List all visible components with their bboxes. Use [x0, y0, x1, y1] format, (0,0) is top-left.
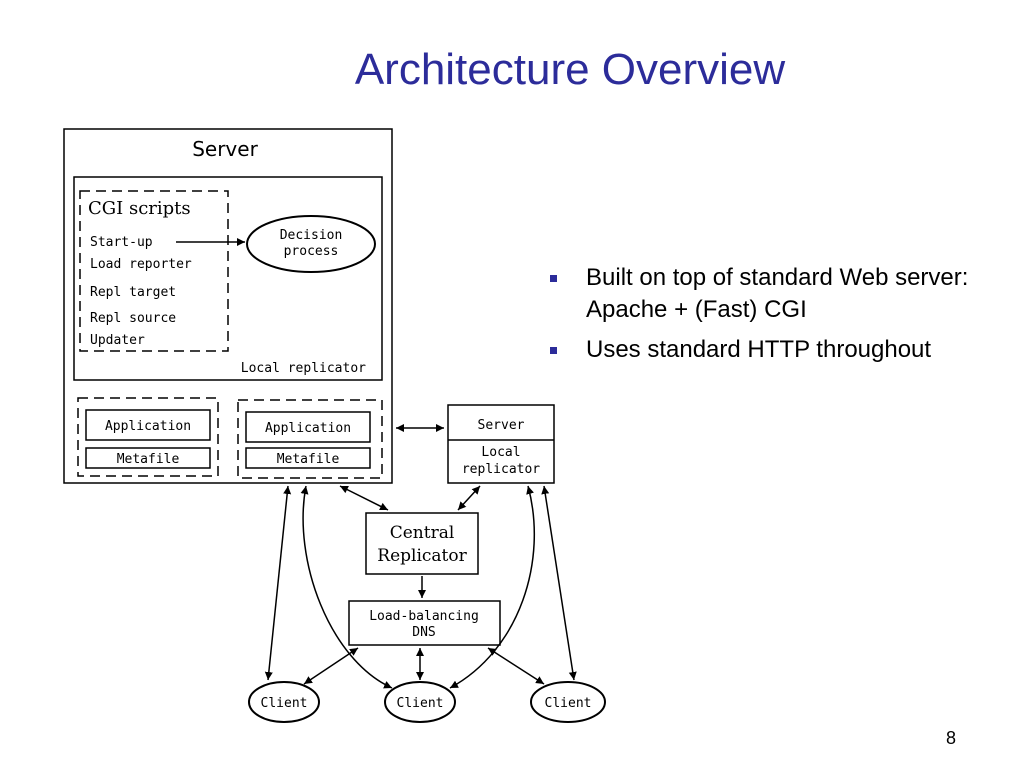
dns-line2: DNS [412, 625, 435, 640]
remote-to-client3-arrow [541, 485, 577, 681]
client-ellipse-1 [248, 681, 320, 723]
bullet-item: Built on top of standard Web server: Apa… [548, 262, 1008, 326]
remote-to-client2-arrow [449, 485, 535, 689]
local-replicator-box [73, 176, 383, 381]
dns-to-client1-arrow [303, 647, 359, 685]
bullet-item: Uses standard HTTP throughout [548, 334, 1008, 366]
application-box-2 [245, 411, 371, 443]
app-to-central-arrow [339, 485, 389, 511]
bullet-list: Built on top of standard Web server: Apa… [548, 262, 1008, 374]
cgi-scripts-box [79, 190, 229, 352]
metafile-box-2 [245, 447, 371, 469]
dns-line1: Load-balancing [369, 609, 479, 624]
remote-local-replicator-line2: replicator [462, 462, 540, 477]
central-replicator-line1: Central [390, 523, 455, 543]
script-repl-source: Repl source [90, 311, 176, 326]
local-replicator-label: Local replicator [241, 361, 366, 376]
app-to-client1-arrow [264, 485, 292, 681]
application-group-2 [237, 399, 383, 479]
application-box-1 [85, 409, 211, 441]
client-label-2: Client [397, 696, 444, 711]
application-label-2: Application [265, 421, 351, 436]
central-replicator-line2: Replicator [377, 546, 467, 566]
remote-server-label: Server [478, 418, 525, 433]
decision-process-line1: Decision [280, 228, 343, 243]
page-number: 8 [946, 728, 957, 748]
remote-to-central-arrow [457, 485, 481, 511]
bullet-square-icon [550, 347, 557, 354]
script-load-reporter: Load reporter [90, 257, 192, 272]
slide-title: Architecture Overview [354, 45, 786, 94]
metafile-label-1: Metafile [117, 452, 180, 467]
dns-to-client3-arrow [487, 647, 545, 685]
bullet-square-icon [550, 275, 557, 282]
client-label-3: Client [545, 696, 592, 711]
client-label-1: Client [261, 696, 308, 711]
decision-process-line2: process [284, 244, 339, 259]
script-updater: Updater [90, 333, 145, 348]
cgi-scripts-label: CGI scripts [88, 198, 191, 219]
client-ellipse-2 [384, 681, 456, 723]
remote-server-box [447, 404, 555, 484]
metafile-box-1 [85, 447, 211, 469]
bullet-text: Built on top of standard Web server: Apa… [586, 264, 969, 323]
remote-local-replicator-line1: Local [481, 445, 520, 460]
server-label: Server [192, 137, 258, 161]
script-startup: Start-up [90, 235, 153, 250]
client-ellipse-3 [530, 681, 606, 723]
server-box [63, 128, 393, 484]
metafile-label-2: Metafile [277, 452, 340, 467]
application-group-1 [77, 397, 219, 477]
app-to-client2-arrow [300, 485, 393, 689]
bullet-text: Uses standard HTTP throughout [586, 336, 932, 363]
script-repl-target: Repl target [90, 285, 176, 300]
application-label-1: Application [105, 419, 191, 434]
decision-process-ellipse [246, 215, 376, 273]
